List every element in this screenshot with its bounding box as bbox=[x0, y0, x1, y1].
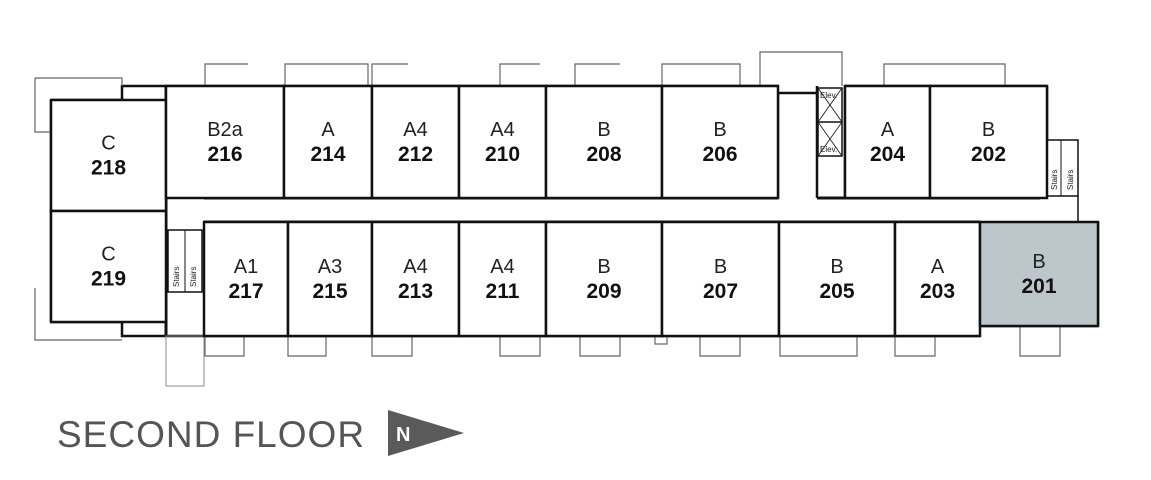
unit-outline bbox=[370, 220, 461, 338]
unit-outline bbox=[660, 220, 781, 338]
unit-type-label: B bbox=[830, 256, 843, 278]
unit-outline bbox=[893, 220, 982, 338]
unit-outline bbox=[49, 98, 168, 213]
stairs-label-west-b: Stairs bbox=[189, 267, 198, 287]
unit-outline bbox=[544, 84, 664, 200]
unit-number-label: 210 bbox=[485, 143, 520, 166]
unit-type-label: B bbox=[982, 119, 995, 141]
stairs-label-west-a: Stairs bbox=[172, 267, 181, 287]
units-layer: C218C219B2a216A214A4212A4210B208B206A204… bbox=[49, 84, 1100, 338]
unit-number-label: 212 bbox=[398, 143, 433, 166]
unit-type-label: A1 bbox=[234, 256, 258, 278]
unit-number-label: 218 bbox=[91, 157, 126, 180]
unit-type-label: A3 bbox=[318, 256, 342, 278]
floor-title: SECOND FLOOR bbox=[57, 414, 366, 455]
elevator-label-b: Elev. bbox=[820, 145, 837, 154]
service-labels: Stairs Stairs Stairs Stairs Elev. Elev. bbox=[172, 91, 1075, 287]
unit-outline bbox=[286, 220, 374, 338]
unit-number-label: 201 bbox=[1021, 275, 1056, 298]
unit-type-label: B bbox=[597, 119, 610, 141]
balconies bbox=[34, 51, 1061, 357]
unit-number-label: 207 bbox=[703, 280, 738, 303]
elevator-label-a: Elev. bbox=[820, 91, 837, 100]
unit-type-label: A4 bbox=[403, 119, 427, 141]
unit-type-label: A4 bbox=[490, 119, 514, 141]
unit-outline bbox=[282, 84, 374, 200]
unit-outline bbox=[370, 84, 461, 200]
unit-type-label: B2a bbox=[207, 119, 243, 141]
unit-outline bbox=[49, 209, 168, 324]
unit-number-label: 213 bbox=[398, 280, 433, 303]
unit-outline bbox=[202, 220, 290, 338]
unit-type-label: C bbox=[101, 133, 115, 155]
unit-number-label: 215 bbox=[312, 280, 347, 303]
unit-number-label: 211 bbox=[486, 280, 520, 303]
unit-outline bbox=[843, 84, 932, 200]
unit-type-label: B bbox=[713, 119, 726, 141]
unit-number-label: 203 bbox=[920, 280, 955, 303]
unit-number-label: 216 bbox=[207, 143, 242, 166]
unit-outline bbox=[164, 84, 286, 200]
stairs-label-east-a: Stairs bbox=[1050, 170, 1059, 190]
unit-number-label: 217 bbox=[228, 280, 263, 303]
unit-type-label: C bbox=[101, 244, 115, 266]
unit-type-label: B bbox=[597, 256, 610, 278]
compass-letter: N bbox=[396, 424, 410, 446]
unit-number-label: 219 bbox=[91, 268, 126, 291]
unit-number-label: 202 bbox=[971, 143, 1006, 166]
unit-outline bbox=[928, 84, 1049, 200]
unit-type-label: A bbox=[881, 119, 895, 141]
unit-type-label: A4 bbox=[403, 256, 427, 278]
unit-outline bbox=[457, 84, 548, 200]
unit-number-label: 208 bbox=[586, 143, 621, 166]
unit-type-label: A4 bbox=[490, 256, 514, 278]
unit-outline bbox=[978, 220, 1100, 328]
unit-number-label: 214 bbox=[310, 143, 345, 166]
unit-type-label: A bbox=[321, 119, 335, 141]
unit-number-label: 204 bbox=[870, 143, 905, 166]
unit-type-label: B bbox=[1032, 251, 1045, 273]
unit-type-label: A bbox=[931, 256, 945, 278]
unit-outline bbox=[777, 220, 897, 338]
unit-type-label: B bbox=[714, 256, 727, 278]
unit-outline bbox=[544, 220, 664, 338]
stairs-label-east-b: Stairs bbox=[1066, 170, 1075, 190]
unit-number-label: 206 bbox=[702, 143, 737, 166]
unit-number-label: 205 bbox=[819, 280, 854, 303]
unit-outline bbox=[457, 220, 548, 338]
north-arrow-icon: N bbox=[388, 410, 464, 456]
unit-outline bbox=[660, 84, 780, 200]
unit-number-label: 209 bbox=[586, 280, 621, 303]
